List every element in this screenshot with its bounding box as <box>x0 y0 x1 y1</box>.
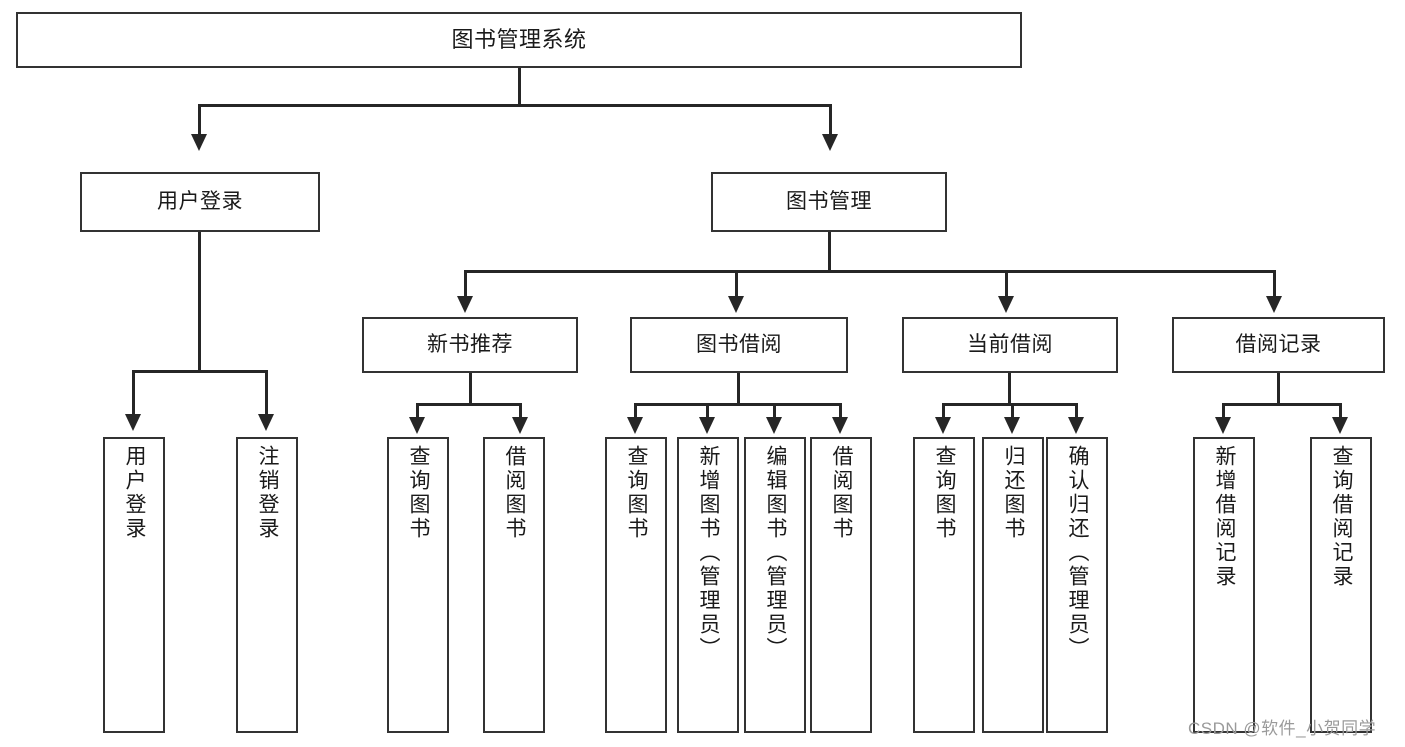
connector-current-borrow-bus <box>942 403 1078 406</box>
connector-book-borrow-bus <box>634 403 842 406</box>
connector-cb-drop-2 <box>1011 403 1014 419</box>
node-label: 编辑图书（管理员） <box>764 445 788 661</box>
connector-to-book-borrow <box>735 270 738 298</box>
node-label: 用户登录 <box>157 189 243 213</box>
arrowhead-leaf-query-book-1 <box>409 417 425 434</box>
leaf-borrow-book-1[interactable]: 借阅图书 <box>483 437 545 733</box>
node-book-management-system[interactable]: 图书管理系统 <box>16 12 1022 68</box>
leaf-edit-book-admin[interactable]: 编辑图书（管理员） <box>744 437 806 733</box>
connector-root-to-book-management <box>829 104 832 136</box>
arrowhead-leaf-borrow-book-2 <box>832 417 848 434</box>
connector-user-login-drop-1 <box>132 370 135 416</box>
node-label: 借阅图书 <box>503 445 527 541</box>
arrowhead-leaf-add-book-admin <box>699 417 715 434</box>
arrowhead-leaf-confirm-return-admin <box>1068 417 1084 434</box>
node-label: 当前借阅 <box>967 332 1053 356</box>
leaf-query-book-1[interactable]: 查询图书 <box>387 437 449 733</box>
node-label: 归还图书 <box>1002 445 1026 541</box>
node-new-book-recommend[interactable]: 新书推荐 <box>362 317 578 373</box>
arrowhead-borrow-record <box>1266 296 1282 313</box>
node-label: 新增图书（管理员） <box>697 445 721 661</box>
connector-root-to-user-login <box>198 104 201 136</box>
arrowhead-leaf-query-borrow-record <box>1332 417 1348 434</box>
leaf-logout-login[interactable]: 注销登录 <box>236 437 298 733</box>
node-label: 查询图书 <box>625 445 649 541</box>
connector-to-current-borrow <box>1005 270 1008 298</box>
node-label: 查询借阅记录 <box>1330 445 1354 589</box>
leaf-return-book[interactable]: 归还图书 <box>982 437 1044 733</box>
connector-new-book-recommend-stem <box>469 373 472 405</box>
node-label: 图书管理 <box>786 189 872 213</box>
leaf-add-borrow-record[interactable]: 新增借阅记录 <box>1193 437 1255 733</box>
connector-borrow-record-stem <box>1277 373 1280 405</box>
node-label: 新增借阅记录 <box>1213 445 1237 589</box>
node-label: 注销登录 <box>256 445 280 541</box>
leaf-confirm-return-admin[interactable]: 确认归还（管理员） <box>1046 437 1108 733</box>
arrowhead-leaf-edit-book-admin <box>766 417 782 434</box>
node-user-login[interactable]: 用户登录 <box>80 172 320 232</box>
node-borrow-record[interactable]: 借阅记录 <box>1172 317 1385 373</box>
connector-new-book-recommend-bus <box>416 403 522 406</box>
node-current-borrow[interactable]: 当前借阅 <box>902 317 1118 373</box>
arrowhead-user-login <box>191 134 207 151</box>
connector-to-new-book-recommend <box>464 270 467 298</box>
connector-book-management-stem <box>828 232 831 272</box>
node-label: 确认归还（管理员） <box>1066 445 1090 661</box>
connector-cb-drop-1 <box>942 403 945 419</box>
leaf-borrow-book-2[interactable]: 借阅图书 <box>810 437 872 733</box>
leaf-add-book-admin[interactable]: 新增图书（管理员） <box>677 437 739 733</box>
leaf-user-login[interactable]: 用户登录 <box>103 437 165 733</box>
arrowhead-leaf-return-book <box>1004 417 1020 434</box>
connector-bb-drop-2 <box>706 403 709 419</box>
connector-current-borrow-stem <box>1008 373 1011 405</box>
arrowhead-leaf-query-book-2 <box>627 417 643 434</box>
node-label: 图书管理系统 <box>451 27 587 53</box>
arrowhead-leaf-borrow-book-1 <box>512 417 528 434</box>
connector-br-drop-1 <box>1222 403 1225 419</box>
csdn-watermark: CSDN @软件_小贺同学 <box>1188 719 1377 738</box>
node-label: 查询图书 <box>407 445 431 541</box>
connector-root-stem <box>518 68 521 106</box>
connector-user-login-stem <box>198 232 201 372</box>
leaf-query-borrow-record[interactable]: 查询借阅记录 <box>1310 437 1372 733</box>
arrowhead-current-borrow <box>998 296 1014 313</box>
node-label: 借阅图书 <box>830 445 854 541</box>
connector-book-borrow-stem <box>737 373 740 405</box>
connector-to-borrow-record <box>1273 270 1276 298</box>
arrowhead-leaf-logout-login <box>258 414 274 431</box>
node-book-management[interactable]: 图书管理 <box>711 172 947 232</box>
node-label: 查询图书 <box>933 445 957 541</box>
connector-bb-drop-4 <box>839 403 842 419</box>
node-label: 借阅记录 <box>1235 332 1322 356</box>
connector-bb-drop-1 <box>634 403 637 419</box>
leaf-query-book-3[interactable]: 查询图书 <box>913 437 975 733</box>
connector-borrow-record-bus <box>1222 403 1342 406</box>
node-label: 新书推荐 <box>427 332 513 356</box>
arrowhead-book-management <box>822 134 838 151</box>
node-label: 图书借阅 <box>696 332 782 356</box>
node-book-borrow[interactable]: 图书借阅 <box>630 317 848 373</box>
connector-level2-bus <box>464 270 1276 273</box>
connector-root-bus <box>198 104 832 107</box>
connector-bb-drop-3 <box>773 403 776 419</box>
node-label: 用户登录 <box>123 445 147 541</box>
arrowhead-book-borrow <box>728 296 744 313</box>
leaf-query-book-2[interactable]: 查询图书 <box>605 437 667 733</box>
arrowhead-new-book-recommend <box>457 296 473 313</box>
arrowhead-leaf-add-borrow-record <box>1215 417 1231 434</box>
arrowhead-leaf-query-book-3 <box>935 417 951 434</box>
connector-user-login-bus <box>132 370 268 373</box>
connector-br-drop-2 <box>1339 403 1342 419</box>
connector-user-login-drop-2 <box>265 370 268 416</box>
arrowhead-leaf-user-login <box>125 414 141 431</box>
connector-nbr-drop-2 <box>519 403 522 419</box>
connector-nbr-drop-1 <box>416 403 419 419</box>
connector-cb-drop-3 <box>1075 403 1078 419</box>
